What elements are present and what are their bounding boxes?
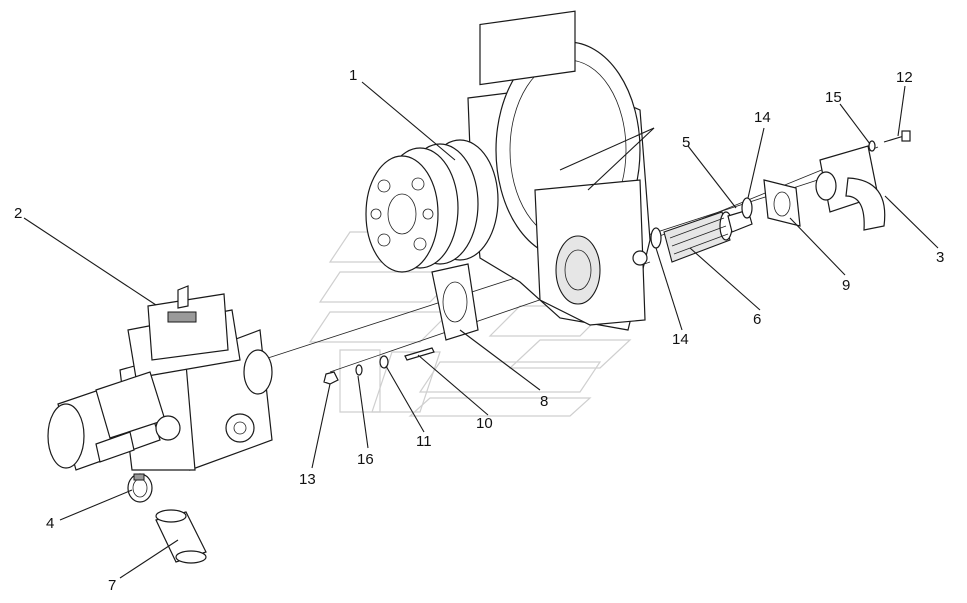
callout-labels: 1 2 3 4 5 6 7 8 9 10 11 12 13 14 14 15 1… bbox=[14, 67, 944, 594]
callout-2: 2 bbox=[14, 205, 22, 222]
leader-lines bbox=[23, 81, 939, 579]
callout-8: 8 bbox=[540, 393, 548, 410]
washer-16 bbox=[355, 364, 363, 376]
callout-12: 12 bbox=[896, 69, 913, 86]
hose bbox=[155, 509, 207, 564]
callout-14b: 14 bbox=[672, 331, 689, 348]
bolt-12 bbox=[883, 130, 911, 143]
stud-10 bbox=[404, 347, 435, 361]
seal-ring-14a bbox=[741, 197, 753, 219]
callout-7: 7 bbox=[108, 577, 116, 594]
callout-3: 3 bbox=[936, 249, 944, 266]
gearbox-housing bbox=[467, 10, 651, 331]
elbow-fitting bbox=[815, 145, 886, 231]
callout-16: 16 bbox=[357, 451, 374, 468]
callout-15: 15 bbox=[825, 89, 842, 106]
hose-clamp bbox=[127, 473, 153, 503]
callout-14a: 14 bbox=[754, 109, 771, 126]
callout-13: 13 bbox=[299, 471, 316, 488]
washer-11 bbox=[379, 355, 389, 369]
callout-5: 5 bbox=[682, 134, 690, 151]
callout-6: 6 bbox=[753, 311, 761, 328]
washer-15 bbox=[868, 140, 876, 152]
nut-13 bbox=[323, 371, 339, 385]
callout-9: 9 bbox=[842, 277, 850, 294]
gasket-8 bbox=[431, 263, 479, 341]
callout-11: 11 bbox=[416, 433, 432, 450]
drive-pulley bbox=[365, 139, 499, 273]
seal-ring-14b bbox=[650, 227, 662, 249]
pump-motor bbox=[47, 371, 181, 471]
callout-4: 4 bbox=[46, 515, 54, 532]
callout-10: 10 bbox=[476, 415, 493, 432]
spline-shaft bbox=[663, 209, 753, 263]
callout-1: 1 bbox=[349, 67, 357, 84]
flange-gasket-9 bbox=[763, 179, 801, 227]
